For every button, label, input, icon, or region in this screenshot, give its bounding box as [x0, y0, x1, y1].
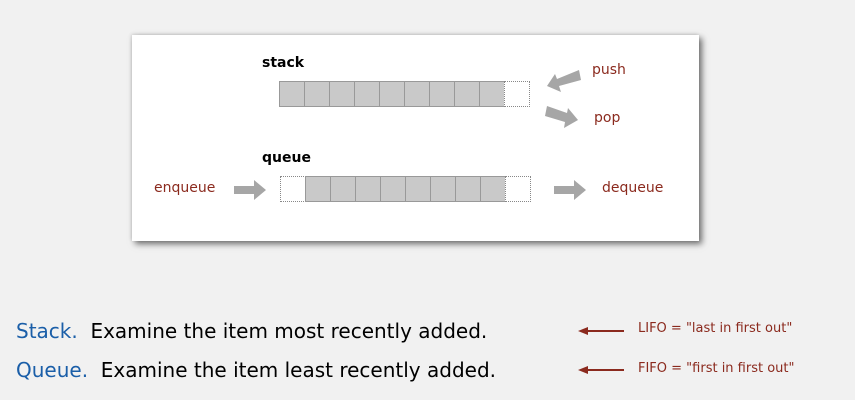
queue-cells — [280, 176, 531, 202]
queue-cell — [430, 176, 456, 202]
queue-cell — [480, 176, 506, 202]
queue-cell — [455, 176, 481, 202]
stack-cell — [279, 81, 305, 107]
enqueue-label: enqueue — [154, 180, 216, 196]
dequeue-label: dequeue — [602, 180, 664, 196]
definition-text: Examine the item least recently added. — [100, 358, 497, 382]
stack-cell — [404, 81, 430, 107]
lifo-note: LIFO = "last in first out" — [638, 321, 793, 336]
stack-cell — [354, 81, 380, 107]
stack-cell — [379, 81, 405, 107]
stack-cells — [279, 81, 530, 107]
queue-cell — [380, 176, 406, 202]
queue-cell-empty — [280, 176, 306, 202]
fifo-note: FIFO = "first in first out" — [638, 361, 795, 376]
queue-cell — [305, 176, 331, 202]
definition-keyword: Stack. — [16, 319, 78, 343]
queue-cell-empty — [505, 176, 531, 202]
enqueue-arrow-icon — [234, 180, 266, 200]
lifo-arrow-icon — [578, 327, 624, 335]
queue-cell — [330, 176, 356, 202]
definition-stack: Stack. Examine the item most recently ad… — [16, 319, 487, 343]
stack-title: stack — [262, 55, 305, 71]
stack-cell — [429, 81, 455, 107]
push-label: push — [592, 62, 626, 78]
queue-title: queue — [262, 150, 311, 166]
queue-cell — [355, 176, 381, 202]
queue-cell — [405, 176, 431, 202]
stack-cell — [329, 81, 355, 107]
stack-cell — [454, 81, 480, 107]
push-arrow-icon — [547, 70, 581, 92]
definition-keyword: Queue. — [16, 358, 89, 382]
fifo-arrow-icon — [578, 366, 624, 374]
diagram-panel — [132, 35, 699, 241]
definition-queue: Queue. Examine the item least recently a… — [16, 358, 496, 382]
pop-label: pop — [594, 110, 621, 126]
stack-cell — [479, 81, 505, 107]
stack-cell — [304, 81, 330, 107]
pop-arrow-icon — [545, 106, 578, 128]
dequeue-arrow-icon — [554, 180, 586, 200]
stack-cell-empty — [504, 81, 530, 107]
definition-text: Examine the item most recently added. — [90, 319, 488, 343]
